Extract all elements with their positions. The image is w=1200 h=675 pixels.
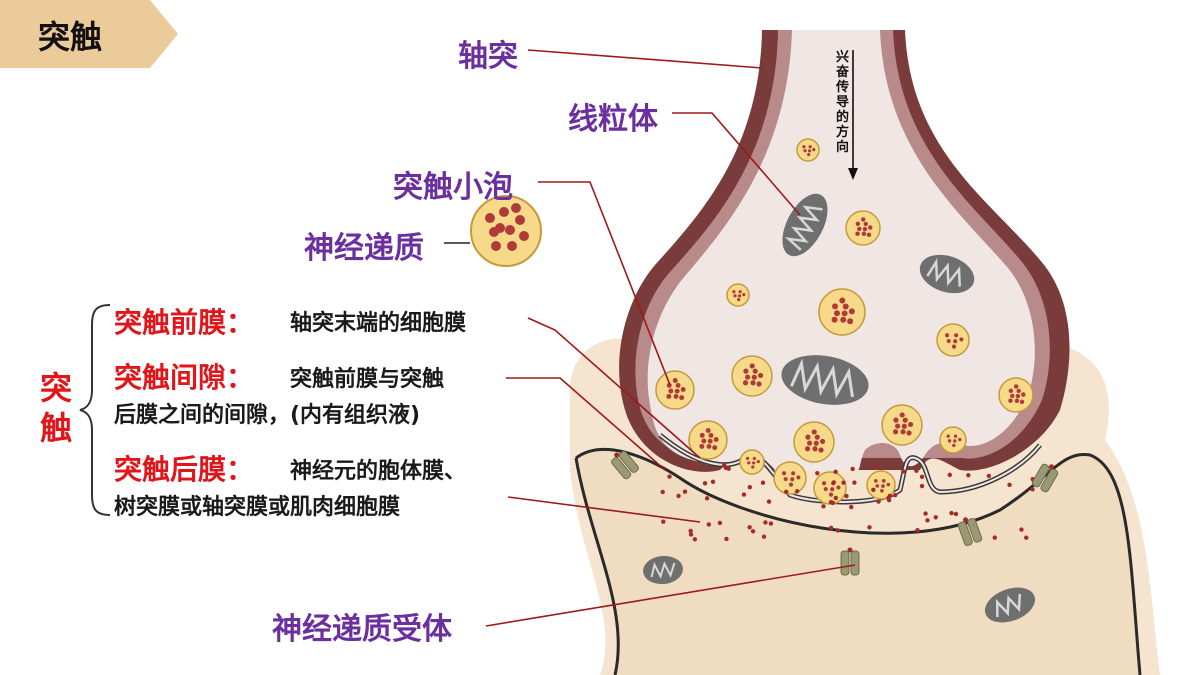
cleft-leader-line xyxy=(506,377,666,471)
neurotransmitter-receptor xyxy=(957,517,983,547)
synaptic-vesicle xyxy=(726,283,750,307)
receptor-leader-line xyxy=(485,564,856,627)
released-neurotransmitter-group xyxy=(660,462,1035,542)
synaptic-vesicle xyxy=(936,323,970,357)
pre-membrane-term: 突触前膜： xyxy=(114,306,255,339)
synaptic-vesicle xyxy=(818,288,866,336)
synaptic-vesicle xyxy=(688,420,728,460)
synaptic-vesicle xyxy=(739,449,765,475)
synaptic-vesicle xyxy=(881,404,923,446)
synaptic-vesicle xyxy=(845,210,881,246)
title-tab-shape xyxy=(0,0,178,68)
brace xyxy=(79,304,111,516)
post-membrane-desc-line1: 神经元的胞体膜、 xyxy=(290,459,467,484)
vesicle-group xyxy=(655,138,1034,505)
neurotransmitter-label: 神经递质 xyxy=(304,231,424,266)
mitochondria-group xyxy=(643,193,1036,623)
axon-leader-line xyxy=(527,49,763,69)
synaptic-vesicle xyxy=(793,421,835,463)
synaptic-vesicle xyxy=(796,138,820,162)
synapse-brace-label: 突触 xyxy=(40,369,73,447)
cleft-desc-line2: 后膜之间的间隙，(内有组织液) xyxy=(114,403,421,428)
synaptic-vesicle xyxy=(813,471,847,505)
receptor-group xyxy=(611,450,1059,576)
neurotransmitter-receptor xyxy=(1031,463,1059,493)
synaptic-vesicle xyxy=(731,355,773,397)
page-title: 突触 xyxy=(38,18,103,56)
mitochondrion xyxy=(781,355,869,405)
vesicle-leader-line xyxy=(538,181,671,386)
mitochondrion xyxy=(984,587,1036,623)
leader-lines xyxy=(444,49,856,627)
synaptic-vesicle xyxy=(998,377,1034,413)
synaptic-vesicle xyxy=(866,470,896,500)
cleft-term: 突触间隙： xyxy=(114,361,255,394)
conduction-arrow xyxy=(848,50,858,180)
axon-label: 轴突 xyxy=(458,39,518,74)
conduction-direction-label: 兴奋传导的方向 xyxy=(836,50,850,155)
mitochondrion xyxy=(782,193,828,257)
post-membrane-desc-line2: 树突膜或轴突膜或肌肉细胞膜 xyxy=(114,495,401,520)
cleft-desc-line1: 突触前膜与突触 xyxy=(290,367,445,392)
pre-membrane-desc: 轴突末端的细胞膜 xyxy=(290,311,467,336)
synaptic-vesicle xyxy=(773,461,807,495)
neurotransmitter-receptor xyxy=(611,450,639,480)
receptor-label: 神经递质受体 xyxy=(272,612,452,647)
vesicle-label: 突触小泡 xyxy=(393,170,513,205)
mitochondrion xyxy=(643,555,683,585)
synaptic-vesicle xyxy=(939,426,967,454)
neurotransmitter-receptor xyxy=(840,547,860,576)
synaptic-vesicle xyxy=(655,370,695,410)
mitochondria-leader-line xyxy=(672,112,801,216)
post-membrane-term: 突触后膜： xyxy=(114,453,255,486)
pre-membrane-leader-line xyxy=(527,317,701,459)
mitochondrion xyxy=(919,254,975,294)
legend-vesicle xyxy=(470,195,542,267)
post-membrane-leader-line xyxy=(507,496,701,523)
mitochondria-label: 线粒体 xyxy=(568,102,658,137)
